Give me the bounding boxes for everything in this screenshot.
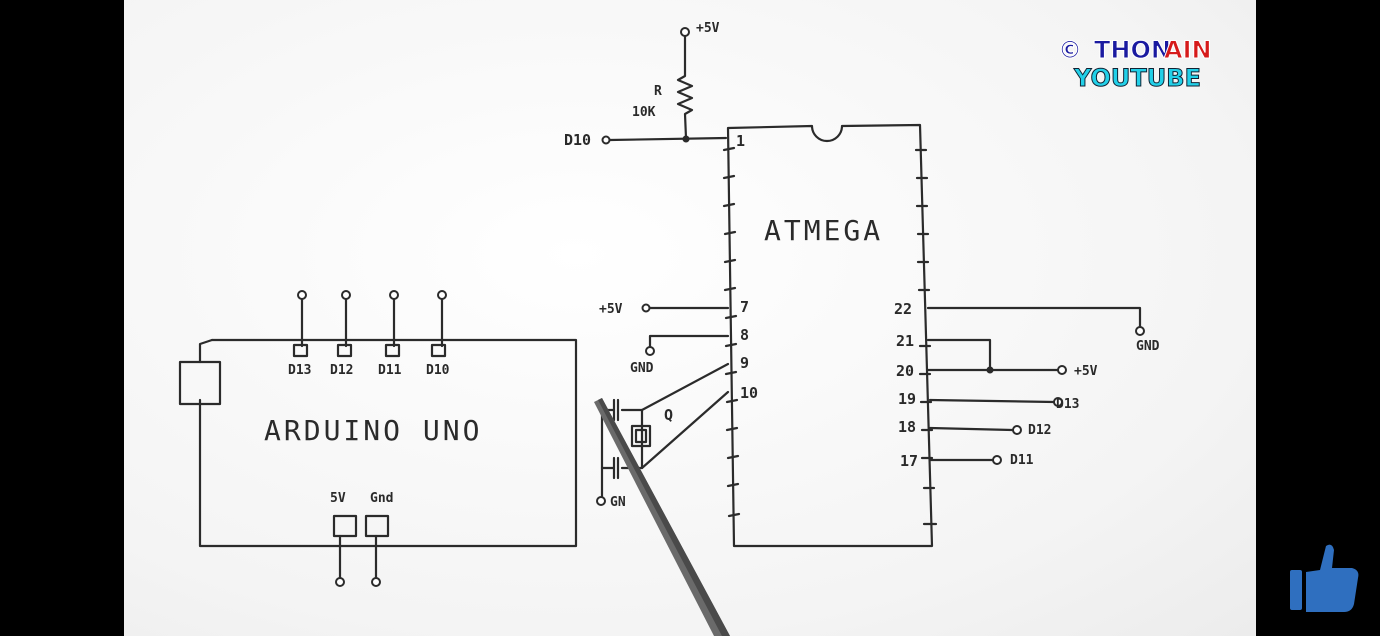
pin-7: 7	[740, 298, 749, 316]
watermark-line1a: THON	[1094, 36, 1171, 64]
pin-label-d12: D12	[330, 363, 353, 378]
resistor-label: R	[654, 84, 662, 99]
pin-21: 21	[896, 332, 914, 350]
pin-18: 18	[898, 418, 916, 436]
reset-network: +5V R 10K D10	[564, 21, 728, 149]
arduino-pin-d12: D12	[330, 290, 353, 378]
arduino-pin-d10: D10	[426, 290, 450, 378]
left-supply-label: +5V	[599, 302, 623, 317]
out18-label: D12	[1028, 423, 1051, 438]
crystal-symbol	[630, 424, 652, 448]
pin-17: 17	[900, 452, 918, 470]
pin-20: 20	[896, 362, 914, 380]
pin-19: 19	[898, 390, 916, 408]
whiteboard: ARDUINO UNO D13 D12 D11 D10 5	[124, 0, 1256, 636]
pin-label-d13: D13	[288, 363, 311, 378]
usb-connector	[178, 360, 222, 406]
pin-1: 1	[736, 132, 745, 150]
arduino-board: ARDUINO UNO D13 D12 D11 D10 5	[178, 290, 578, 587]
watermark-line2: YOUTUBE	[1073, 64, 1201, 92]
pointer-stick	[594, 398, 730, 636]
watermark-line1b: AIN	[1164, 36, 1212, 64]
pin-label-gnd: Gnd	[370, 491, 393, 506]
pin-22: 22	[894, 300, 912, 318]
arduino-pin-d13: D13	[288, 290, 311, 378]
pin-label-5v: 5V	[330, 491, 346, 506]
arduino-pin-gnd: Gnd	[364, 491, 393, 587]
pin-10: 10	[740, 384, 758, 402]
right-supply-label: +5V	[1074, 364, 1098, 379]
reset-input-label: D10	[564, 131, 591, 149]
pin-9: 9	[740, 354, 749, 372]
pin-label-d10: D10	[426, 363, 450, 378]
watermark-copyright: ©	[1058, 36, 1082, 64]
pin-8: 8	[740, 326, 749, 344]
channel-watermark: © THON AIN YOUTUBE	[1058, 36, 1213, 93]
left-connections: +5V GND Q GN	[596, 302, 730, 510]
pin-label-d11: D11	[378, 363, 402, 378]
right-gnd-label: GND	[1136, 339, 1160, 354]
thumbs-up-icon	[1290, 544, 1359, 612]
arduino-title: ARDUINO UNO	[264, 414, 482, 447]
out19-label: D13	[1056, 397, 1079, 412]
left-gnd-label: GND	[630, 361, 654, 376]
arduino-pin-d11: D11	[378, 290, 402, 378]
circuit-diagram: ARDUINO UNO D13 D12 D11 D10 5	[178, 21, 1213, 636]
right-connections: GND +5V D13 D12 D11	[926, 306, 1160, 468]
out17-label: D11	[1010, 453, 1034, 468]
cap-gnd-label: GN	[610, 495, 626, 510]
top-supply-label: +5V	[696, 21, 720, 36]
crystal-label: Q	[664, 406, 673, 424]
resistor-value-label: 10K	[632, 105, 656, 120]
atmega-title: ATMEGA	[764, 214, 883, 247]
arduino-pin-5v: 5V	[330, 491, 358, 587]
atmega-chip: ATMEGA 1 7 8 9 10 22 21 20 19 18 17	[722, 123, 938, 548]
